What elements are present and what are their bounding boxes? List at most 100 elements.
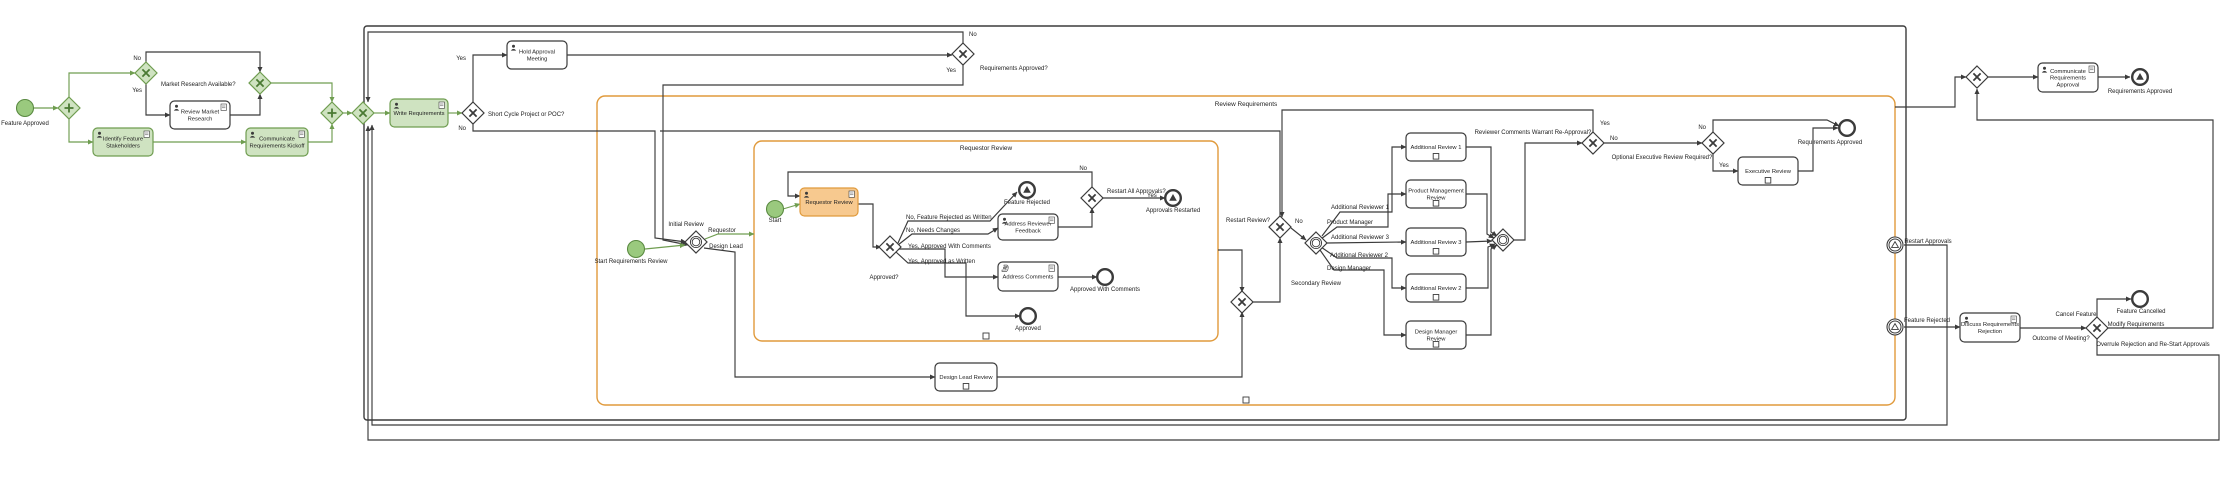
requestor-review-subprocess[interactable]: Requestor Review: [753, 140, 1219, 342]
start-event-requirements-review-shape: [626, 239, 646, 259]
gateway-restart-all-approvals[interactable]: Restart All Approvals?: [1080, 186, 1166, 210]
gateway-review-merge[interactable]: [1230, 290, 1254, 314]
flow-edge-8: [271, 82, 335, 103]
gateway-market-research-available[interactable]: Market Research Available?: [134, 61, 236, 88]
gateway-secondary-review[interactable]: Secondary Review: [1291, 231, 1342, 287]
flow-edge-24: [897, 227, 999, 246]
edge-label: Design Manager: [1327, 266, 1371, 272]
exclusive-gateway-x-icon: [1972, 72, 1982, 82]
gateway-market-merge[interactable]: [248, 71, 272, 95]
end-event-approved-with-comments[interactable]: Approved With Comments: [1070, 268, 1140, 293]
task-requestor-review[interactable]: Requestor Review: [799, 187, 859, 217]
edge-label: Additional Reviewer 1: [1331, 205, 1390, 211]
subprocess-marker-icon: [1432, 294, 1440, 301]
gateway-approved[interactable]: Approved?: [869, 235, 902, 281]
gateway-initial-review-shape: [684, 230, 708, 254]
exclusive-gateway-x-icon: [1275, 222, 1285, 232]
end-event-approved[interactable]: Approved: [1015, 307, 1041, 332]
task-executive-review[interactable]: Executive Review: [1737, 156, 1799, 186]
task-additional-review-2-shape: [1405, 273, 1467, 303]
gateway-parallel-join[interactable]: [320, 101, 344, 125]
flow-edge-46: [1279, 109, 1594, 218]
task-communicate-requirements-kickoff-shape: [245, 127, 309, 157]
task-requestor-review-label: Requestor Review: [805, 200, 853, 206]
edge-label: No: [458, 126, 466, 132]
document-icon: [438, 101, 445, 109]
review-requirements-subprocess[interactable]: Review Requirements: [596, 95, 1896, 406]
task-review-market-research-label: Review Market: [181, 110, 220, 116]
task-address-comments[interactable]: Address Comments: [997, 261, 1059, 292]
task-additional-review-1-shape: [1405, 132, 1467, 162]
end-event-requirements-approved-inner[interactable]: Requirements Approved: [1798, 118, 1862, 146]
flow-edge-4: [145, 84, 171, 118]
gateway-approval-merge[interactable]: [1965, 65, 1989, 89]
boundary-event-feature-rejected[interactable]: Feature Rejected: [1886, 318, 1950, 336]
flow-edge-42: [1465, 238, 1493, 244]
task-additional-review-2-label: Additional Review 2: [1411, 286, 1462, 292]
gateway-short-cycle[interactable]: Short Cycle Project or POC?: [461, 101, 565, 125]
gateway-market-research-available-label: Market Research Available?: [161, 82, 236, 88]
subprocess-marker-icon: [1432, 200, 1440, 207]
end-event-approved-shape: [1019, 307, 1038, 326]
parallel-gateway-plus-icon: [64, 103, 74, 113]
exclusive-gateway-x-icon: [1708, 138, 1718, 148]
start-event-requirements-review[interactable]: Start Requirements Review: [594, 239, 668, 266]
requestor-review-subprocess-title: Requestor Review: [960, 145, 1013, 152]
gateway-reviews-merge[interactable]: [1491, 228, 1515, 252]
start-event-requestor-review[interactable]: Start: [765, 199, 785, 225]
event-gateway-inner-icon: [691, 237, 701, 247]
document-icon: [2088, 65, 2095, 73]
task-product-management-review-label: Review: [1426, 196, 1446, 202]
gateway-secondary-review-label: Secondary Review: [1291, 281, 1342, 287]
start-event-feature-approved[interactable]: Feature Approved: [1, 98, 49, 128]
boundary-event-restart-approvals-label: Restart Approvals: [1904, 239, 1951, 245]
task-additional-review-1[interactable]: Additional Review 1: [1405, 132, 1467, 162]
task-write-requirements[interactable]: Write Requirements: [389, 98, 449, 128]
flow-edge-26: [895, 251, 1021, 319]
end-event-approved-with-comments-label: Approved With Comments: [1070, 287, 1140, 293]
gateway-reviewer-comments-warrant-reapproval[interactable]: Reviewer Comments Warrant Re-Approval?: [1475, 130, 1605, 155]
edge-label: No: [1079, 166, 1087, 172]
end-event-approved-with-comments-shape: [1095, 268, 1114, 287]
edge-label: Yes: [946, 68, 956, 74]
flow-edge-12: [472, 52, 508, 102]
task-additional-review-3[interactable]: Additional Review 3: [1405, 227, 1467, 257]
task-hold-approval-meeting-shape: [506, 40, 568, 70]
gateway-reviewer-comments-warrant-reapproval-label: Reviewer Comments Warrant Re-Approval?: [1475, 130, 1592, 136]
end-event-requirements-approved[interactable]: Requirements Approved: [2108, 67, 2172, 95]
gateway-initial-review[interactable]: Initial Review: [668, 222, 708, 254]
task-identify-feature-stakeholders-shape: [92, 127, 154, 157]
boundary-event-feature-rejected-inner-ring: [1888, 320, 1902, 334]
gateway-parallel-split[interactable]: [57, 96, 81, 120]
end-event-feature-cancelled[interactable]: Feature Cancelled: [2116, 290, 2166, 315]
task-design-lead-review[interactable]: Design Lead Review: [934, 362, 998, 392]
requestor-review-subprocess-border: [753, 140, 1219, 342]
edge-label: No: [1295, 219, 1303, 225]
gateway-restart-review[interactable]: Restart Review?: [1226, 215, 1292, 239]
task-address-reviewer-feedback-label: Address Reviewer: [1004, 222, 1051, 228]
process-boundary[interactable]: [363, 25, 1907, 421]
edge-label: Overrule Rejection and Re-Start Approval…: [2096, 342, 2209, 348]
gateway-optional-executive-review[interactable]: Optional Executive Review Required?: [1612, 131, 1725, 161]
flow-edge-34: [660, 130, 1281, 217]
gateway-outcome-of-meeting[interactable]: Outcome of Meeting?: [2032, 316, 2109, 342]
boundary-event-restart-approvals[interactable]: Restart Approvals: [1886, 236, 1952, 254]
task-communicate-requirements-kickoff-label: Communicate: [259, 137, 295, 143]
user-task-icon: [173, 104, 180, 111]
end-event-approvals-restarted[interactable]: Approvals Restarted: [1146, 188, 1200, 214]
end-event-feature-rejected-inner[interactable]: Feature Rejected: [1004, 180, 1050, 206]
gateway-write-merge[interactable]: [351, 101, 375, 125]
gateway-requirements-approved[interactable]: Requirements Approved?: [951, 42, 1048, 72]
task-discuss-requirements-rejection-label: Discuss Requirements: [1961, 322, 2019, 328]
document-icon: [848, 190, 855, 198]
task-additional-review-2[interactable]: Additional Review 2: [1405, 273, 1467, 303]
